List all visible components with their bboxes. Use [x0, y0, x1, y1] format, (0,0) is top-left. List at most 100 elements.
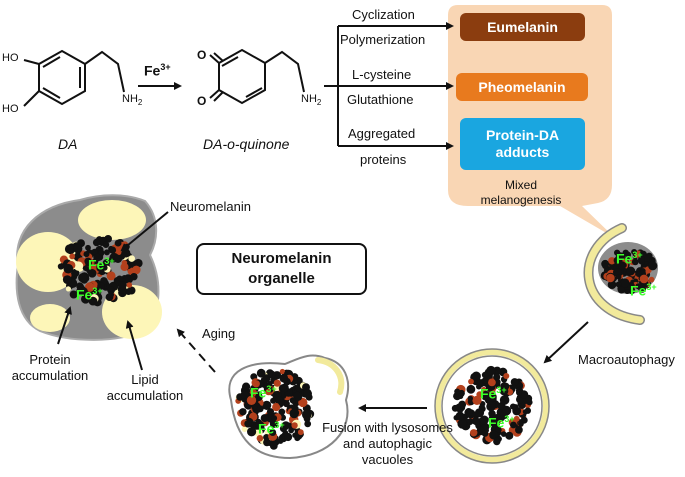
granule-dot	[73, 261, 84, 271]
branch-arrows	[324, 22, 454, 150]
granule-dot	[64, 244, 75, 254]
granule-dot	[466, 384, 476, 394]
granule-dot	[616, 274, 622, 280]
neuromelanin-label: Neuromelanin	[170, 199, 251, 214]
granule-dot	[486, 365, 496, 376]
granule-dot	[269, 429, 277, 436]
granule-dot	[63, 263, 74, 274]
granule-dot	[252, 380, 260, 388]
granule-dot	[471, 417, 480, 426]
granule-dot	[515, 426, 523, 434]
granule-dot	[635, 271, 642, 277]
granule-dot	[524, 407, 531, 414]
granule-dot	[626, 266, 636, 276]
granule-dot	[291, 422, 298, 429]
granule-dot	[486, 401, 496, 412]
granule-dot	[481, 371, 489, 379]
iron-label-autophagosome-2: Fe3+	[488, 414, 515, 431]
protein-leader	[57, 306, 72, 345]
granule-dot	[482, 423, 490, 431]
granule-dot	[279, 373, 289, 383]
granule-dot	[65, 286, 71, 292]
da-amine-label: NH2	[122, 93, 143, 108]
granule-dot	[102, 241, 110, 248]
granule-dot	[73, 244, 83, 254]
neuromelanin-granule	[57, 235, 143, 307]
granule-dot	[85, 244, 91, 251]
granule-dot	[256, 391, 263, 398]
granule-dot	[466, 418, 474, 426]
granule-dot	[69, 290, 78, 299]
granule-dot	[128, 255, 135, 262]
granule-dot	[246, 395, 257, 405]
granule-dot	[491, 422, 498, 429]
granule-dot	[279, 368, 286, 375]
hydroxyl-label-bottom: HO	[2, 103, 19, 115]
granule-dot	[648, 276, 655, 283]
granule-dot	[454, 388, 461, 395]
granule-dot	[617, 261, 627, 270]
granule-dot	[247, 427, 257, 437]
granule-dot	[297, 429, 304, 436]
granule-dot	[289, 408, 299, 419]
granule-dot	[85, 282, 95, 292]
granule-dot	[101, 264, 108, 271]
granule-dot	[481, 377, 489, 384]
granule-dot	[489, 430, 499, 440]
granule-dot	[241, 426, 248, 432]
granule-dot	[495, 426, 502, 433]
granule-dot	[267, 370, 276, 379]
mixed-melanogenesis-label: Mixed melanogenesis	[480, 178, 562, 207]
iron-label-autolysosome-2: Fe3+	[258, 420, 285, 437]
granule-dot	[117, 276, 124, 282]
granule-dot	[263, 438, 271, 447]
granule-dot	[502, 407, 510, 414]
granule-dot	[239, 408, 247, 416]
autophagosome	[434, 348, 550, 464]
lipid-droplet	[78, 200, 146, 240]
granule-dot	[497, 403, 505, 410]
neuromelanin-granule	[451, 365, 533, 446]
granule-dot	[83, 251, 90, 258]
granule-dot	[298, 397, 308, 408]
lipid-accumulation-label: Lipid accumulation	[106, 372, 184, 403]
fusion-label: Fusion with lysosomes and autophagic vac…	[322, 420, 453, 467]
granule-dot	[271, 415, 278, 422]
granule-dot	[277, 438, 284, 444]
granule-dot	[518, 401, 526, 409]
granule-dot	[457, 419, 468, 429]
granule-dot	[125, 288, 132, 295]
iron-label-organelle-1: Fe3+	[88, 256, 115, 273]
granule-dot	[95, 288, 101, 294]
pheomelanin-box: Pheomelanin	[456, 73, 588, 101]
granule-dot	[643, 255, 650, 262]
neuromelanin-granule	[235, 368, 315, 450]
neuromelanin-granule	[600, 249, 658, 295]
iron-label-phagophore-1: Fe3+	[616, 250, 643, 267]
granule-dot	[505, 431, 514, 440]
granule-dot	[493, 373, 501, 381]
granule-dot	[479, 415, 489, 425]
granule-dot	[303, 389, 312, 399]
granule-dot	[242, 382, 251, 391]
quinone-structure	[209, 48, 305, 105]
granule-dot	[472, 395, 482, 405]
granule-dot	[465, 409, 473, 417]
organelle-title-text: Neuromelanin organelle	[231, 250, 332, 287]
granule-dot	[126, 282, 133, 288]
macroautophagy-arrow	[543, 321, 589, 364]
granule-dot	[510, 421, 517, 429]
granule-dot	[108, 256, 115, 263]
granule-dot	[451, 404, 459, 412]
granule-dot	[97, 282, 105, 290]
pathway-above-adducts: Aggregated	[348, 126, 416, 141]
granule-dot	[244, 420, 252, 428]
granule-dot	[302, 383, 310, 392]
granule-dot	[613, 256, 621, 264]
neuromelanin-organelle	[15, 194, 162, 341]
granule-dot	[493, 437, 501, 446]
granule-dot	[471, 371, 481, 381]
granule-dot	[265, 389, 271, 395]
granule-dot	[289, 397, 297, 404]
